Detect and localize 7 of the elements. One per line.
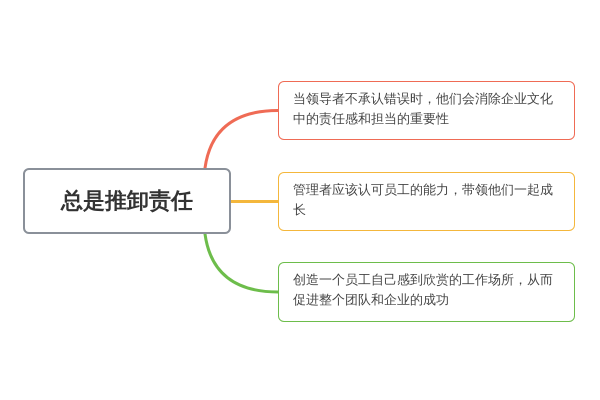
branch-box: 创造一个员工自己感到欣赏的工作场所，从而促进整个团队和企业的成功 xyxy=(278,262,575,322)
branch-line xyxy=(230,200,280,203)
branch-line xyxy=(204,109,280,170)
branch-box: 当领导者不承认错误时，他们会消除企业文化中的责任感和担当的重要性 xyxy=(278,81,575,140)
branch-box: 管理者应该认可员工的能力，带领他们一起成长 xyxy=(278,172,575,231)
branch-line xyxy=(204,232,280,294)
central-topic-box: 总是推卸责任 xyxy=(23,168,231,234)
